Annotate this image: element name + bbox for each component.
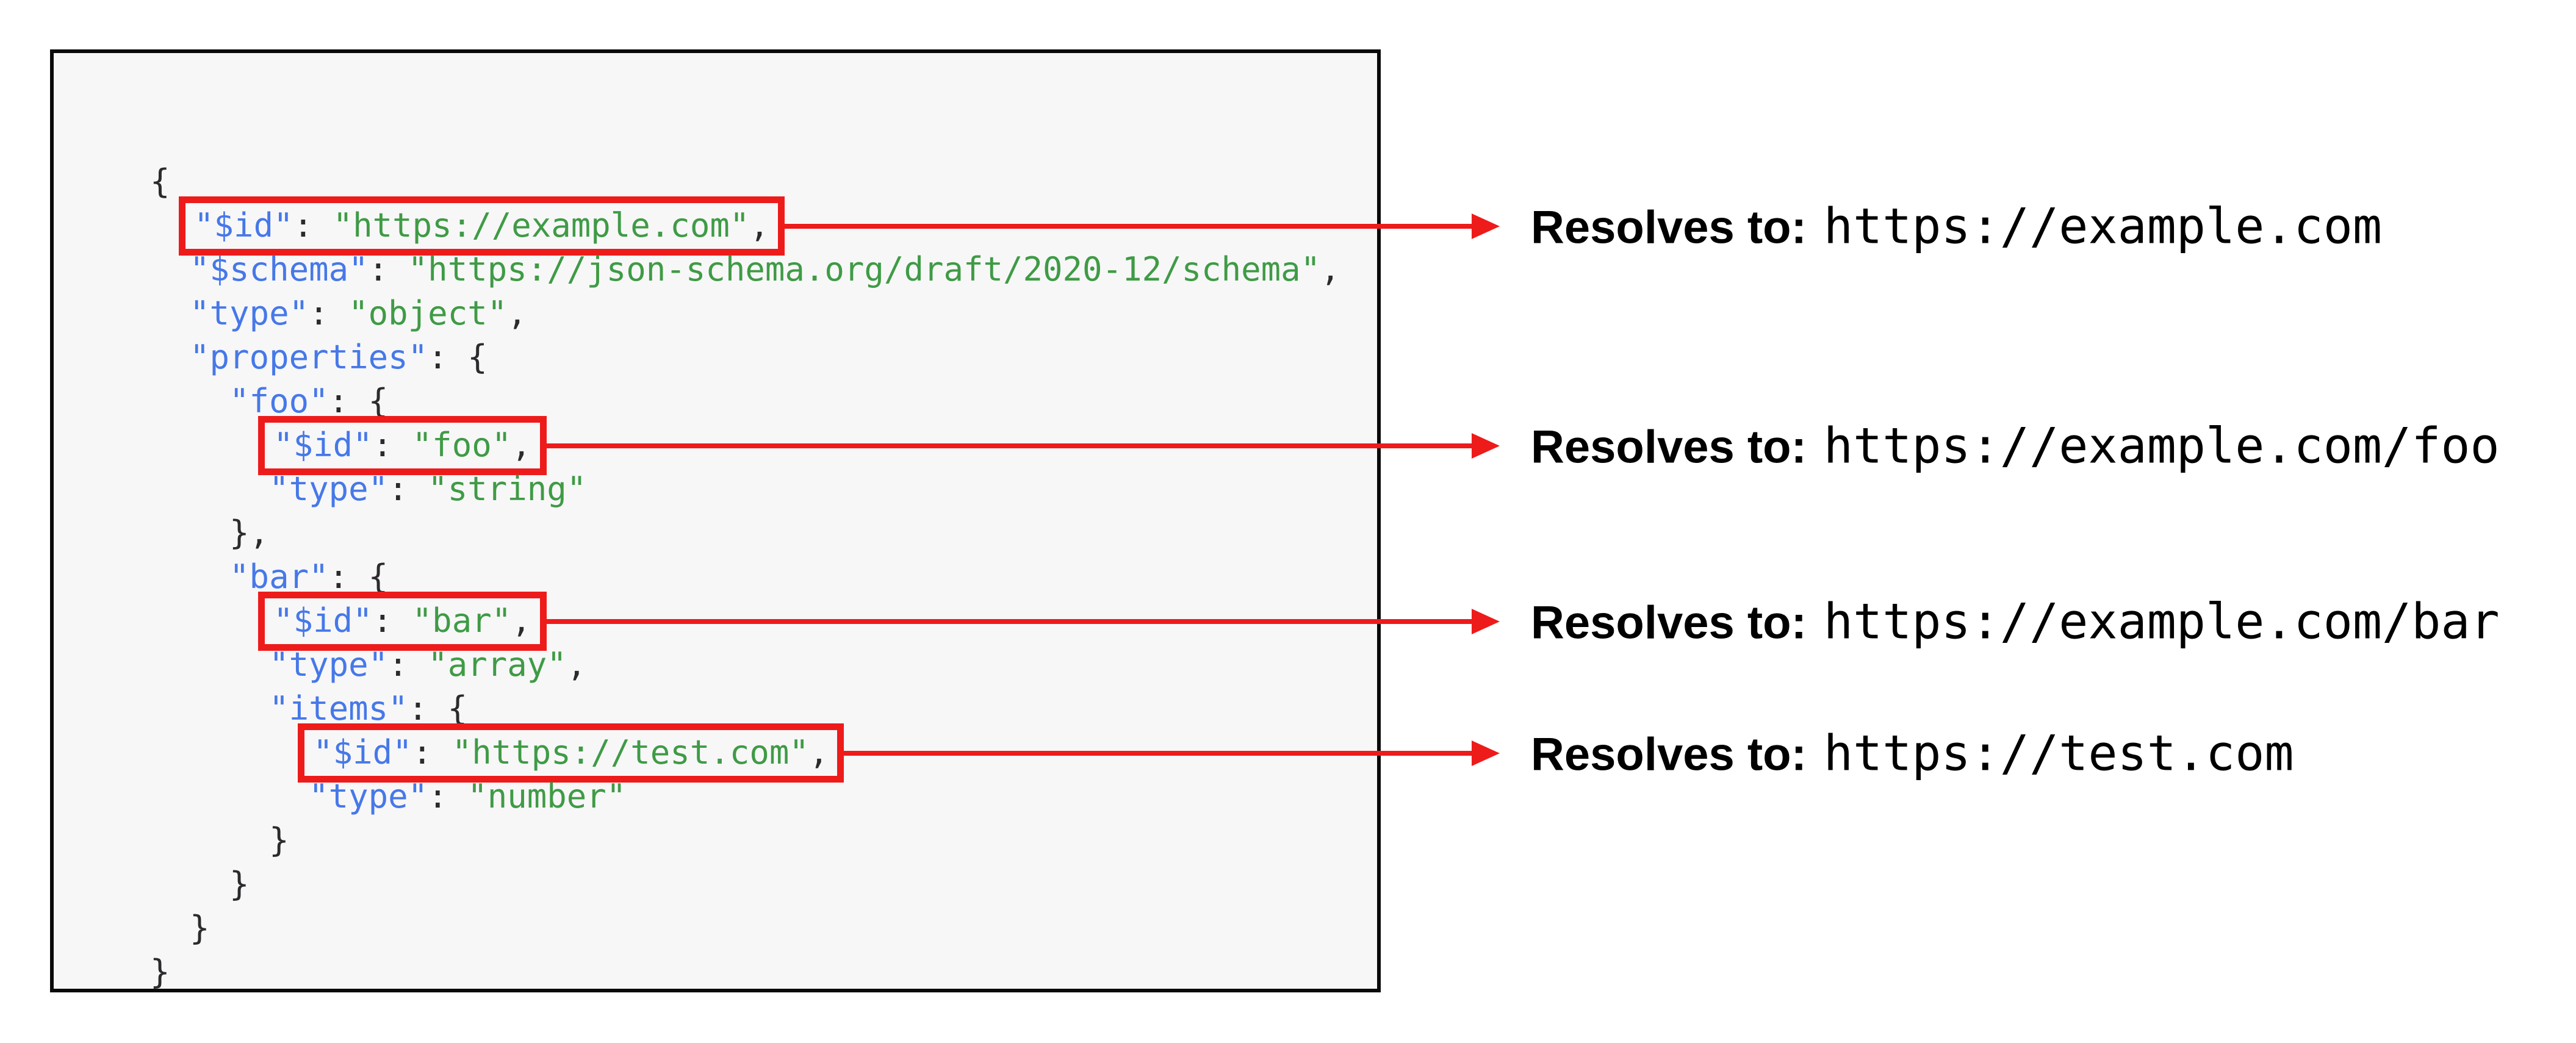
annotation-label: Resolves to:: [1531, 421, 1807, 473]
code-token-punct: :: [368, 250, 408, 289]
code-line: "type": "array",: [150, 643, 1340, 687]
code-token-punct: ,: [507, 294, 527, 332]
code-line: "$schema": "https://json-schema.org/draf…: [150, 248, 1340, 292]
code-line: }: [150, 906, 1340, 950]
code-token-punct: :: [412, 733, 452, 772]
arrow-head-icon: [1472, 740, 1500, 766]
code-token-punct: ,: [808, 733, 829, 772]
code-token-str: "number": [467, 777, 627, 815]
annotation: Resolves to: https://example.com/bar: [1531, 593, 2500, 650]
code-line: {: [150, 160, 1340, 204]
code-token-key: "items": [269, 689, 408, 728]
highlight-box: "$id": "bar",: [258, 592, 547, 651]
code-token-key: "$id": [273, 426, 373, 464]
code-line: },: [150, 511, 1340, 555]
code-token-str: "bar": [412, 601, 512, 640]
code-token-punct: : {: [408, 689, 468, 728]
code-token-punct: ,: [749, 206, 769, 245]
code-panel: { "$id": "https://example.com", "$schema…: [50, 49, 1381, 992]
annotation-label: Resolves to:: [1531, 597, 1807, 648]
annotation: Resolves to: https://test.com: [1531, 725, 2294, 781]
code-token-punct: },: [229, 514, 270, 552]
code-token-punct: :: [372, 426, 412, 464]
code-line: "$id": "foo",: [150, 416, 1340, 475]
code-line: "type": "string": [150, 467, 1340, 511]
code-token-punct: ,: [511, 426, 531, 464]
arrow-head-icon: [1472, 213, 1500, 239]
code-line: "$id": "https://test.com",: [150, 723, 1340, 783]
code-token-key: "type": [269, 470, 389, 508]
code-line: }: [150, 950, 1340, 994]
annotation-value: https://example.com: [1823, 198, 2383, 254]
code-token-punct: :: [388, 645, 428, 684]
annotation-label: Resolves to:: [1531, 201, 1807, 253]
code-token-punct: : {: [328, 557, 389, 596]
arrow-shaft: [546, 618, 1477, 624]
annotation: Resolves to: https://example.com/foo: [1531, 417, 2500, 474]
code-token-key: "foo": [229, 382, 329, 420]
annotation-label: Resolves to:: [1531, 728, 1807, 780]
code-token-str: "https://test.com": [452, 733, 809, 772]
arrow-shaft: [546, 443, 1477, 448]
code-token-key: "properties": [190, 338, 428, 376]
code-token-key: "$id": [273, 601, 373, 640]
code-line: "foo": {: [150, 379, 1340, 423]
code-token-str: "string": [428, 470, 587, 508]
code-token-punct: :: [372, 601, 412, 640]
code-line: "properties": {: [150, 335, 1340, 379]
arrow-head-icon: [1472, 608, 1500, 634]
code-token-key: "type": [269, 645, 389, 684]
code-token-punct: :: [388, 470, 428, 508]
code-token-key: "$id": [313, 733, 412, 772]
annotation-value: https://example.com/bar: [1823, 593, 2500, 650]
code-token-punct: }: [229, 865, 250, 903]
code-token-punct: ,: [511, 601, 531, 640]
highlight-box: "$id": "https://test.com",: [298, 723, 844, 783]
code-line: "$id": "https://example.com",: [150, 196, 1340, 256]
code-token-str: "array": [428, 645, 567, 684]
code-token-punct: {: [150, 162, 170, 201]
code-token-str: "https://json-schema.org/draft/2020-12/s…: [408, 250, 1321, 289]
code-token-key: "type": [190, 294, 309, 332]
code-token-punct: ,: [1320, 250, 1340, 289]
code-token-punct: : {: [328, 382, 389, 420]
code-line: "type": "object",: [150, 292, 1340, 335]
code-line: "type": "number": [150, 775, 1340, 819]
code-token-key: "$id": [194, 206, 293, 245]
code-token-key: "$schema": [190, 250, 369, 289]
annotation-value: https://example.com/foo: [1823, 417, 2500, 474]
annotation-value: https://test.com: [1823, 725, 2294, 781]
code-line: }: [150, 819, 1340, 862]
code-token-key: "type": [309, 777, 428, 815]
code-block: { "$id": "https://example.com", "$schema…: [150, 160, 1340, 994]
highlight-box: "$id": "foo",: [258, 416, 547, 475]
arrow-shaft: [844, 750, 1477, 756]
code-token-punct: }: [190, 909, 210, 947]
highlight-box: "$id": "https://example.com",: [179, 196, 785, 256]
code-token-punct: : {: [428, 338, 487, 376]
code-line: "$id": "bar",: [150, 592, 1340, 651]
code-token-punct: }: [150, 953, 170, 991]
annotation: Resolves to: https://example.com: [1531, 198, 2382, 254]
code-token-punct: ,: [566, 645, 587, 684]
code-token-key: "bar": [229, 557, 329, 596]
code-token-punct: :: [428, 777, 468, 815]
code-token-str: "https://example.com": [333, 206, 750, 245]
code-line: "items": {: [150, 687, 1340, 731]
code-token-str: "foo": [412, 426, 512, 464]
arrow-head-icon: [1472, 432, 1500, 459]
code-token-punct: :: [293, 206, 333, 245]
code-token-punct: :: [309, 294, 349, 332]
code-token-punct: }: [269, 821, 289, 859]
code-line: }: [150, 862, 1340, 906]
arrow-shaft: [784, 223, 1477, 229]
code-token-str: "object": [348, 294, 508, 332]
code-line: "bar": {: [150, 555, 1340, 599]
